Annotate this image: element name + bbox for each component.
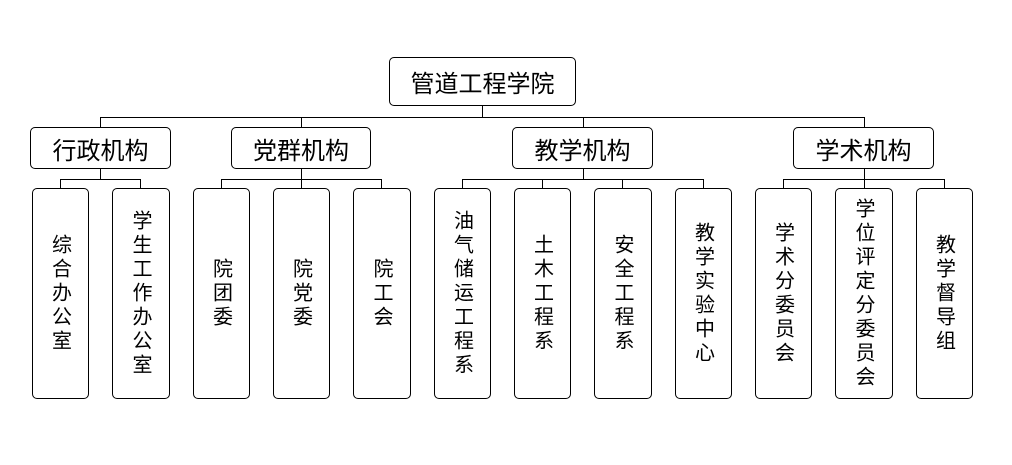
unit-label: 学术分委员会 — [771, 221, 796, 366]
unit-connector — [301, 179, 302, 189]
unit-connector — [703, 179, 704, 189]
unit-label: 安全工程系 — [611, 233, 635, 354]
dept-node-administrative: 行政机构 — [30, 127, 171, 169]
dept-connector — [100, 117, 101, 128]
dept-stem — [864, 168, 865, 180]
unit-connector — [622, 179, 623, 189]
unit-label: 学位评定分委员会 — [852, 197, 876, 390]
unit-connector — [944, 179, 945, 189]
unit-connector — [864, 179, 865, 189]
unit-node: 学生工作办公室 — [112, 188, 170, 399]
unit-node: 教学实验中心 — [675, 188, 732, 399]
dept-connector — [301, 117, 302, 128]
dept-label: 学术机构 — [815, 136, 912, 165]
unit-label: 土木工程系 — [530, 233, 555, 354]
unit-connector — [462, 179, 463, 189]
unit-label: 教学督导组 — [932, 233, 957, 354]
dept-node-party: 党群机构 — [231, 127, 371, 169]
dept-connector — [583, 117, 584, 128]
unit-connector — [381, 179, 382, 189]
unit-connector — [783, 179, 784, 189]
dept-label: 党群机构 — [253, 136, 349, 165]
unit-node: 土木工程系 — [514, 188, 571, 399]
unit-node: 安全工程系 — [594, 188, 652, 399]
unit-node: 院团委 — [193, 188, 250, 399]
root-connector — [482, 105, 483, 118]
root-node: 管道工程学院 — [389, 57, 576, 106]
unit-label: 综合办公室 — [48, 233, 73, 354]
unit-bus — [462, 179, 704, 180]
unit-bus — [60, 179, 141, 180]
dept-node-academic: 学术机构 — [793, 127, 934, 169]
unit-connector — [140, 179, 141, 189]
unit-node: 学位评定分委员会 — [835, 188, 893, 399]
dept-label: 行政机构 — [52, 136, 149, 165]
level1-bus — [100, 117, 865, 118]
unit-label: 院团委 — [209, 257, 234, 330]
unit-node: 教学督导组 — [916, 188, 973, 399]
unit-connector — [542, 179, 543, 189]
unit-label: 学生工作办公室 — [129, 209, 153, 378]
unit-node: 综合办公室 — [32, 188, 89, 399]
dept-stem — [583, 168, 584, 180]
dept-stem — [301, 168, 302, 180]
dept-connector — [864, 117, 865, 128]
unit-node: 油气储运工程系 — [434, 188, 491, 399]
dept-stem — [100, 168, 101, 180]
unit-label: 院工会 — [370, 257, 394, 330]
unit-connector — [221, 179, 222, 189]
unit-label: 油气储运工程系 — [450, 209, 475, 378]
unit-node: 学术分委员会 — [755, 188, 812, 399]
unit-label: 院党委 — [289, 257, 314, 330]
dept-label: 教学机构 — [534, 136, 631, 165]
dept-node-teaching: 教学机构 — [512, 127, 653, 169]
unit-node: 院党委 — [273, 188, 330, 399]
unit-label: 教学实验中心 — [691, 221, 716, 366]
unit-node: 院工会 — [353, 188, 411, 399]
unit-connector — [60, 179, 61, 189]
root-label: 管道工程学院 — [410, 70, 555, 98]
